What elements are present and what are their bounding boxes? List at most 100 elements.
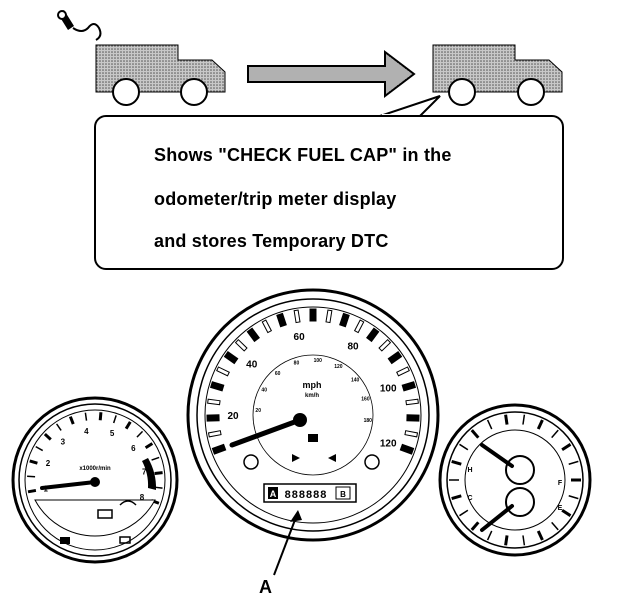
- tach-battery-icon: [97, 509, 113, 519]
- tachometer-tick-mark: [84, 412, 88, 421]
- speedometer-kmh-label: 100: [314, 358, 323, 364]
- tachometer-tick-mark: [151, 456, 160, 461]
- speedometer-tick-mark: [234, 339, 248, 352]
- speedometer-tick-mark: [366, 327, 380, 343]
- speedometer-tick-mark: [246, 327, 260, 343]
- speedometer-mph-label: 120: [380, 438, 397, 449]
- speedometer-tick-mark: [387, 351, 403, 365]
- speedometer-mph-label: 40: [246, 360, 258, 371]
- fuel-mark-empty: E: [558, 505, 563, 512]
- fuel-temp-tick-mark: [451, 494, 462, 501]
- speedometer-tick-mark: [353, 319, 365, 334]
- fuel-temp-tick-mark: [486, 419, 493, 430]
- speedo-turn-right-icon: [328, 454, 336, 462]
- speedometer-mph-label: 20: [227, 411, 239, 422]
- tachometer-label: 8: [140, 493, 145, 502]
- truck-before-icon: [95, 44, 226, 106]
- pointer-line-a: [273, 511, 299, 576]
- fuel-mark-full: F: [558, 480, 563, 487]
- fuel-temp-tick-mark: [504, 414, 509, 425]
- speedometer-tick-mark: [206, 414, 220, 422]
- speedometer-kmh-label: 40: [261, 388, 267, 394]
- tachometer-tick-mark: [124, 421, 132, 430]
- tach-brake-icon: [119, 536, 131, 544]
- temp-mark-cold: C: [467, 495, 472, 502]
- fuel-temp-tick-mark: [551, 429, 559, 439]
- fuel-temp-tick-mark: [561, 443, 572, 451]
- fuel-temp-tick-mark: [551, 521, 559, 531]
- pointer-label-a: A: [259, 577, 272, 597]
- fuel-temp-tick-mark: [470, 429, 480, 439]
- transition-arrow: [247, 49, 416, 99]
- speedometer-tick-mark: [261, 319, 273, 334]
- tachometer-label: 5: [110, 429, 115, 438]
- fuel-temp-tick-mark: [522, 414, 526, 425]
- speedometer-kmh-label: 180: [364, 418, 373, 424]
- speedometer-kmh-label: 160: [361, 396, 370, 402]
- fuel-needle: [480, 504, 514, 532]
- tachometer-label: 7: [142, 467, 147, 476]
- tachometer-label: 6: [131, 444, 136, 453]
- speedometer-tick-mark: [401, 381, 417, 392]
- speedometer-unit-label: mph: [303, 380, 322, 390]
- odometer-prefix: A: [270, 489, 277, 499]
- callout-tail: [379, 95, 441, 118]
- speedometer-tick-mark: [406, 414, 420, 422]
- speedometer-kmh-label: 60: [275, 371, 281, 377]
- speedometer-tick-mark: [396, 366, 410, 377]
- fuel-temp-gauge: F E H C: [438, 403, 592, 557]
- tachometer-tick-mark: [112, 415, 117, 424]
- speedometer-tick-mark: [309, 308, 317, 322]
- tachometer-tick-mark: [98, 412, 103, 421]
- temp-needle: [480, 443, 514, 468]
- speedo-turn-left-icon: [292, 454, 300, 462]
- speedometer-kmh-label: 20: [255, 408, 261, 414]
- fuel-temp-tick-mark: [568, 460, 579, 465]
- callout-line-1: Shows "CHECK FUEL CAP" in the: [154, 145, 452, 165]
- fuel-temp-tick-mark: [561, 509, 572, 517]
- speedometer-mph-label: 60: [294, 332, 306, 343]
- speedometer-tick-mark: [207, 430, 222, 438]
- speedometer-tick-mark: [216, 366, 230, 377]
- speedometer-kmh-label: 80: [294, 361, 300, 367]
- speedo-indicator-left: [243, 454, 259, 470]
- tachometer-tick-mark: [43, 432, 52, 441]
- tach-warning-icon: [60, 537, 70, 544]
- speedometer-mph-label: 100: [380, 384, 397, 395]
- speedometer-tick-mark: [223, 351, 239, 365]
- speedometer-mph-label: 80: [347, 342, 359, 353]
- fuel-temp-tick-mark: [451, 459, 462, 466]
- tachometer-center-label: x1000r/min: [79, 466, 111, 472]
- odometer-display: [263, 483, 357, 503]
- odometer-suffix: B: [340, 490, 346, 499]
- speedometer-tick-mark: [404, 430, 419, 438]
- tachometer-tick-mark: [68, 416, 75, 425]
- fuel-temp-tick-mark: [536, 419, 544, 430]
- fuel-temp-tick-mark: [568, 495, 579, 500]
- speedometer-needle: [229, 417, 303, 448]
- ignition-key-icon: [57, 10, 102, 41]
- speedo-headlight-icon: [308, 434, 318, 442]
- fuel-temp-tick-mark: [459, 443, 469, 451]
- speedometer-unit-sublabel: km/h: [305, 393, 319, 399]
- speedometer-tick-mark: [378, 339, 392, 352]
- temp-mark-hot: H: [467, 467, 472, 474]
- fuel-temp-tick-mark: [504, 535, 509, 546]
- tachometer-gauge: 12345678 x1000r/min: [11, 396, 179, 564]
- speedometer-tick-mark: [325, 309, 333, 324]
- truck-after-icon: [432, 44, 563, 106]
- tachometer-label: 4: [84, 427, 89, 436]
- speedometer-tick-mark: [293, 309, 301, 324]
- fuel-temp-tick-mark: [536, 530, 544, 541]
- tachometer-label: 3: [61, 438, 66, 447]
- callout-line-2: odometer/trip meter display: [154, 189, 397, 209]
- speedometer-tick-mark: [209, 381, 225, 392]
- speedo-indicator-right: [364, 454, 380, 470]
- speedometer-kmh-label: 140: [351, 378, 360, 384]
- tachometer-tick-mark: [35, 445, 44, 452]
- tachometer-tick-mark: [136, 430, 144, 438]
- fuel-temp-tick-mark: [486, 530, 493, 541]
- callout-box: Shows "CHECK FUEL CAP" in the odometer/t…: [94, 115, 564, 270]
- speedometer-tick-mark: [276, 312, 287, 328]
